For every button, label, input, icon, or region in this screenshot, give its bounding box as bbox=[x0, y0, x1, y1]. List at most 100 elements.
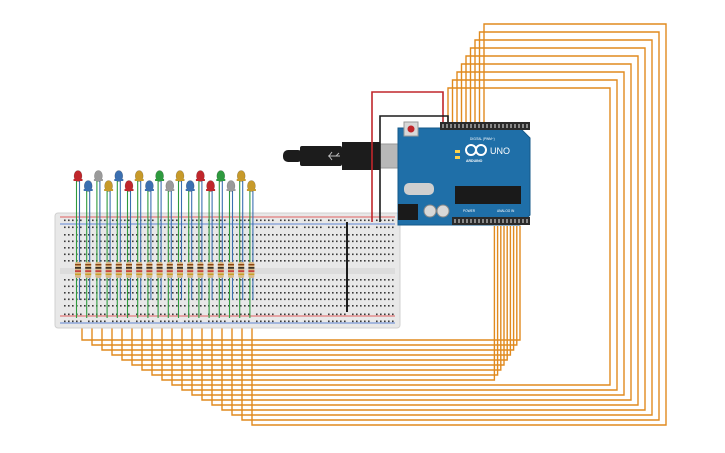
breadboard-hole bbox=[88, 219, 90, 222]
breadboard-hole bbox=[88, 279, 90, 281]
breadboard-hole bbox=[340, 285, 342, 288]
breadboard-hole bbox=[204, 285, 206, 288]
breadboard-hole bbox=[216, 320, 218, 323]
led[interactable] bbox=[206, 180, 215, 192]
breadboard-hole bbox=[272, 292, 274, 294]
breadboard-hole bbox=[340, 313, 342, 316]
breadboard-hole bbox=[192, 240, 194, 243]
resistor-band bbox=[85, 267, 92, 269]
breadboard-hole bbox=[120, 313, 122, 316]
led[interactable] bbox=[94, 170, 103, 182]
breadboard-hole bbox=[176, 292, 178, 294]
breadboard-hole bbox=[388, 253, 390, 256]
breadboard-hole bbox=[108, 253, 110, 256]
breadboard-hole bbox=[180, 247, 182, 249]
breadboard-hole bbox=[292, 240, 294, 243]
led[interactable] bbox=[216, 170, 226, 182]
resistor-band bbox=[95, 273, 102, 275]
led[interactable] bbox=[196, 170, 205, 182]
led[interactable] bbox=[104, 180, 113, 192]
led[interactable] bbox=[83, 180, 93, 192]
breadboard-hole bbox=[272, 285, 274, 288]
breadboard-hole bbox=[348, 285, 350, 288]
breadboard[interactable] bbox=[54, 212, 401, 329]
breadboard-hole bbox=[336, 253, 338, 256]
header-pin bbox=[470, 124, 472, 128]
breadboard-hole bbox=[364, 305, 366, 307]
breadboard-hole bbox=[184, 226, 186, 229]
breadboard-hole bbox=[324, 305, 326, 307]
signal-wire bbox=[101, 226, 515, 351]
breadboard-hole bbox=[152, 240, 154, 243]
led[interactable] bbox=[226, 180, 236, 192]
led[interactable] bbox=[155, 170, 164, 182]
breadboard-hole bbox=[388, 313, 390, 316]
breadboard-hole bbox=[316, 298, 318, 301]
breadboard-hole bbox=[64, 253, 66, 256]
breadboard-hole bbox=[376, 313, 378, 316]
breadboard-hole bbox=[368, 320, 370, 323]
breadboard-hole bbox=[196, 313, 198, 316]
breadboard-hole bbox=[164, 313, 166, 316]
breadboard-hole bbox=[260, 240, 262, 243]
led[interactable] bbox=[165, 180, 175, 192]
breadboard-hole bbox=[272, 247, 274, 249]
breadboard-hole bbox=[132, 298, 134, 301]
power-jack[interactable] bbox=[398, 204, 418, 220]
led[interactable] bbox=[145, 180, 154, 192]
breadboard-hole bbox=[192, 305, 194, 307]
led[interactable] bbox=[236, 170, 246, 182]
led[interactable] bbox=[175, 170, 185, 182]
breadboard-hole bbox=[100, 253, 102, 256]
breadboard-hole bbox=[104, 279, 106, 281]
breadboard-hole bbox=[256, 253, 258, 256]
breadboard-hole bbox=[212, 320, 214, 323]
breadboard-hole bbox=[304, 253, 306, 256]
breadboard-hole bbox=[204, 292, 206, 294]
breadboard-hole bbox=[136, 226, 138, 229]
breadboard-hole bbox=[216, 226, 218, 229]
breadboard-hole bbox=[88, 247, 90, 249]
breadboard-hole bbox=[264, 226, 266, 229]
led[interactable] bbox=[124, 180, 134, 192]
breadboard-hole bbox=[312, 292, 314, 294]
breadboard-hole bbox=[216, 313, 218, 316]
breadboard-hole bbox=[88, 292, 90, 294]
breadboard-hole bbox=[280, 298, 282, 301]
breadboard-hole bbox=[388, 247, 390, 249]
breadboard-hole bbox=[92, 240, 94, 243]
breadboard-hole bbox=[344, 320, 346, 323]
breadboard-hole bbox=[380, 260, 382, 262]
led[interactable] bbox=[185, 180, 195, 192]
breadboard-hole bbox=[316, 253, 318, 256]
led[interactable] bbox=[73, 170, 83, 182]
breadboard-hole bbox=[320, 240, 322, 243]
led[interactable] bbox=[247, 180, 256, 192]
breadboard-hole bbox=[296, 240, 298, 243]
breadboard-hole bbox=[128, 260, 130, 262]
resistor-band bbox=[207, 264, 214, 266]
breadboard-hole bbox=[264, 313, 266, 316]
header-pin bbox=[510, 124, 512, 128]
breadboard-hole bbox=[356, 292, 358, 294]
led[interactable] bbox=[134, 170, 144, 182]
header-pin bbox=[494, 219, 496, 223]
breadboard-hole bbox=[328, 279, 330, 281]
breadboard-hole bbox=[236, 240, 238, 243]
breadboard-hole bbox=[88, 320, 90, 323]
resistor-band bbox=[187, 264, 194, 266]
breadboard-hole bbox=[192, 313, 194, 316]
led-rim bbox=[216, 179, 226, 181]
breadboard-hole bbox=[88, 226, 90, 229]
led[interactable] bbox=[114, 170, 124, 182]
breadboard-hole bbox=[136, 219, 138, 222]
breadboard-hole bbox=[320, 279, 322, 281]
breadboard-hole bbox=[176, 305, 178, 307]
breadboard-hole bbox=[264, 285, 266, 288]
breadboard-hole bbox=[244, 292, 246, 294]
breadboard-hole bbox=[196, 320, 198, 323]
header-pin bbox=[498, 219, 500, 223]
breadboard-hole bbox=[312, 253, 314, 256]
arduino-uno-board[interactable]: UNO ARDUINO DIGITAL (PWM~) POWER ANALOG … bbox=[397, 121, 531, 226]
breadboard-hole bbox=[84, 240, 86, 243]
